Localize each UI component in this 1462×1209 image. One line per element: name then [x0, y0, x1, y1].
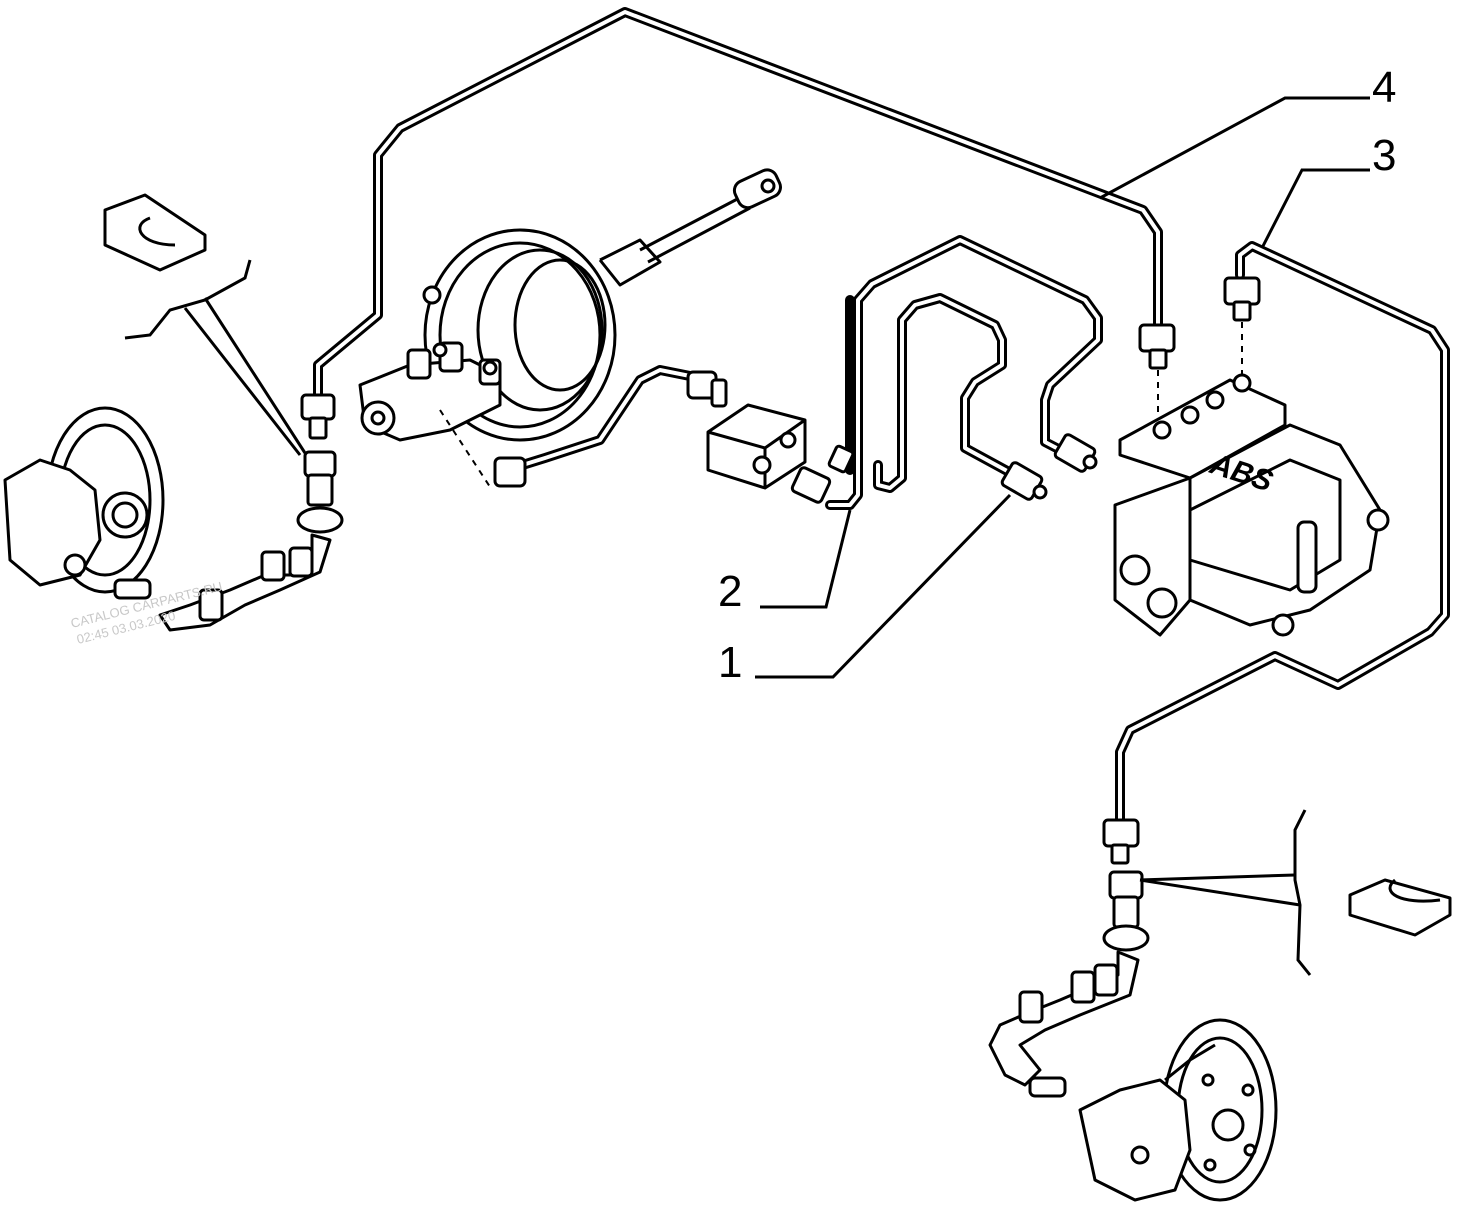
abs-unit: ABS — [1113, 373, 1390, 637]
fitting-pipe4-front — [300, 393, 336, 421]
callout-2: 2 — [718, 567, 742, 616]
master-cylinder — [358, 341, 502, 491]
booster-vacuum-pipe — [493, 365, 728, 488]
rear-bracket — [1139, 809, 1312, 976]
junction-block — [706, 403, 807, 490]
pipe-4 — [313, 7, 1163, 403]
callout-1: 1 — [718, 638, 742, 687]
fitting-pipe3-rear — [1102, 818, 1140, 848]
fittings — [300, 276, 1261, 865]
leader-2 — [760, 509, 852, 609]
pipe-2 — [825, 235, 1103, 510]
rear-right-brake — [1078, 1018, 1278, 1202]
leader-1 — [755, 493, 1012, 679]
leader-3 — [1260, 168, 1370, 249]
rear-clip — [1348, 878, 1452, 937]
leader-4 — [1099, 96, 1370, 200]
pipe-1 — [873, 293, 1025, 493]
pipe-3 — [1115, 241, 1450, 835]
callout-3: 3 — [1372, 131, 1396, 180]
callout-4: 4 — [1372, 63, 1396, 112]
fitting-pipe4-abs — [1138, 323, 1176, 353]
front-bracket — [124, 259, 307, 456]
fitting-pipe2-mc — [790, 466, 832, 504]
front-clip — [103, 193, 207, 272]
rear-flex-hose — [988, 870, 1150, 1098]
fitting-pipe3-abs — [1223, 276, 1261, 306]
front-left-brake — [3, 406, 165, 594]
front-flex-hose — [113, 450, 344, 632]
callout-leaders — [755, 96, 1370, 679]
rear-caliper — [1078, 1078, 1192, 1202]
